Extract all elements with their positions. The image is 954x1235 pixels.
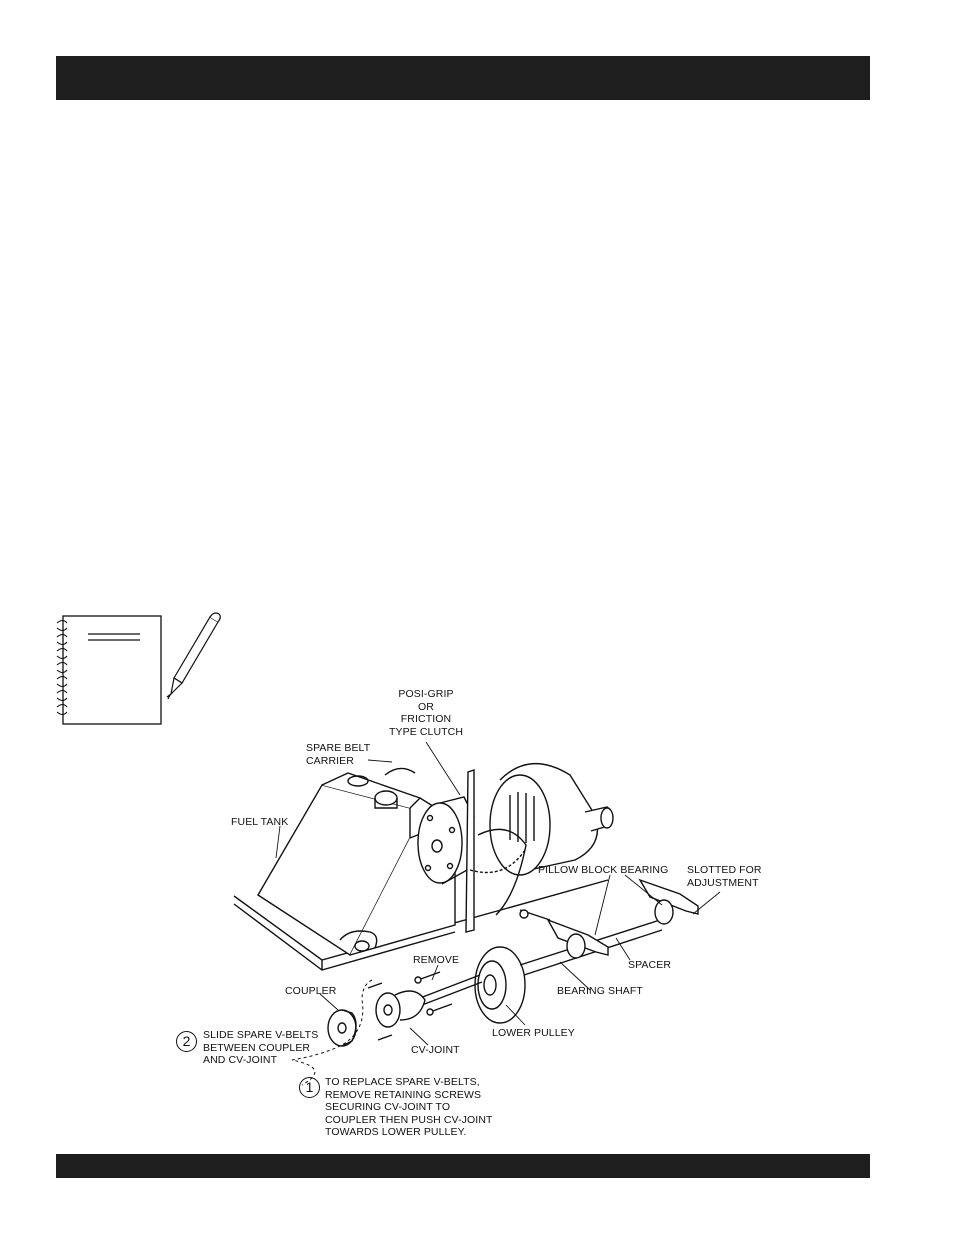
label-slotted-for: SLOTTED FOR — [687, 864, 762, 876]
footer-bar — [56, 1154, 870, 1178]
step-1-line: TO REPLACE SPARE V-BELTS, — [325, 1076, 480, 1088]
label-bearing-shaft: BEARING SHAFT — [557, 985, 643, 997]
step-2-number: 2 — [176, 1031, 197, 1052]
pencil-icon — [166, 612, 221, 700]
step-1-line: SECURING CV-JOINT TO — [325, 1101, 451, 1113]
step-2-line: SLIDE SPARE V-BELTS — [203, 1029, 319, 1041]
label-coupler: COUPLER — [285, 985, 337, 997]
label-cv-joint: CV-JOINT — [411, 1044, 460, 1056]
step-1-line: REMOVE RETAINING SCREWS — [325, 1088, 482, 1101]
label-pillow-block-bearing: PILLOW BLOCK BEARING — [538, 864, 669, 876]
label-fuel-tank: FUEL TANK — [231, 816, 289, 828]
label-type-clutch: TYPE CLUTCH — [388, 725, 464, 738]
label-spare-belt: SPARE BELT — [306, 742, 371, 754]
label-adjustment: ADJUSTMENT — [687, 876, 759, 889]
step-1-line: TOWARDS LOWER PULLEY. — [325, 1126, 467, 1138]
step-1-number: 1 — [299, 1077, 320, 1098]
step-2-line: BETWEEN COUPLER — [203, 1041, 311, 1054]
step-1-text: TO REPLACE SPARE V-BELTS, REMOVE RETAINI… — [325, 1076, 493, 1139]
step-2-line: AND CV-JOINT — [203, 1054, 278, 1066]
step-2-text: SLIDE SPARE V-BELTS BETWEEN COUPLER AND … — [203, 1029, 318, 1067]
header-bar — [56, 56, 870, 100]
label-lower-pulley: LOWER PULLEY — [492, 1027, 575, 1039]
label-or: OR — [418, 700, 434, 713]
label-remove: REMOVE — [413, 954, 460, 966]
label-friction: FRICTION — [400, 713, 452, 725]
label-spacer: SPACER — [628, 959, 671, 971]
label-posi-grip: POSI-GRIP — [398, 688, 454, 700]
label-carrier: CARRIER — [306, 754, 354, 767]
step-1-line: COUPLER THEN PUSH CV-JOINT — [325, 1113, 493, 1126]
notepad-icon — [56, 615, 162, 725]
